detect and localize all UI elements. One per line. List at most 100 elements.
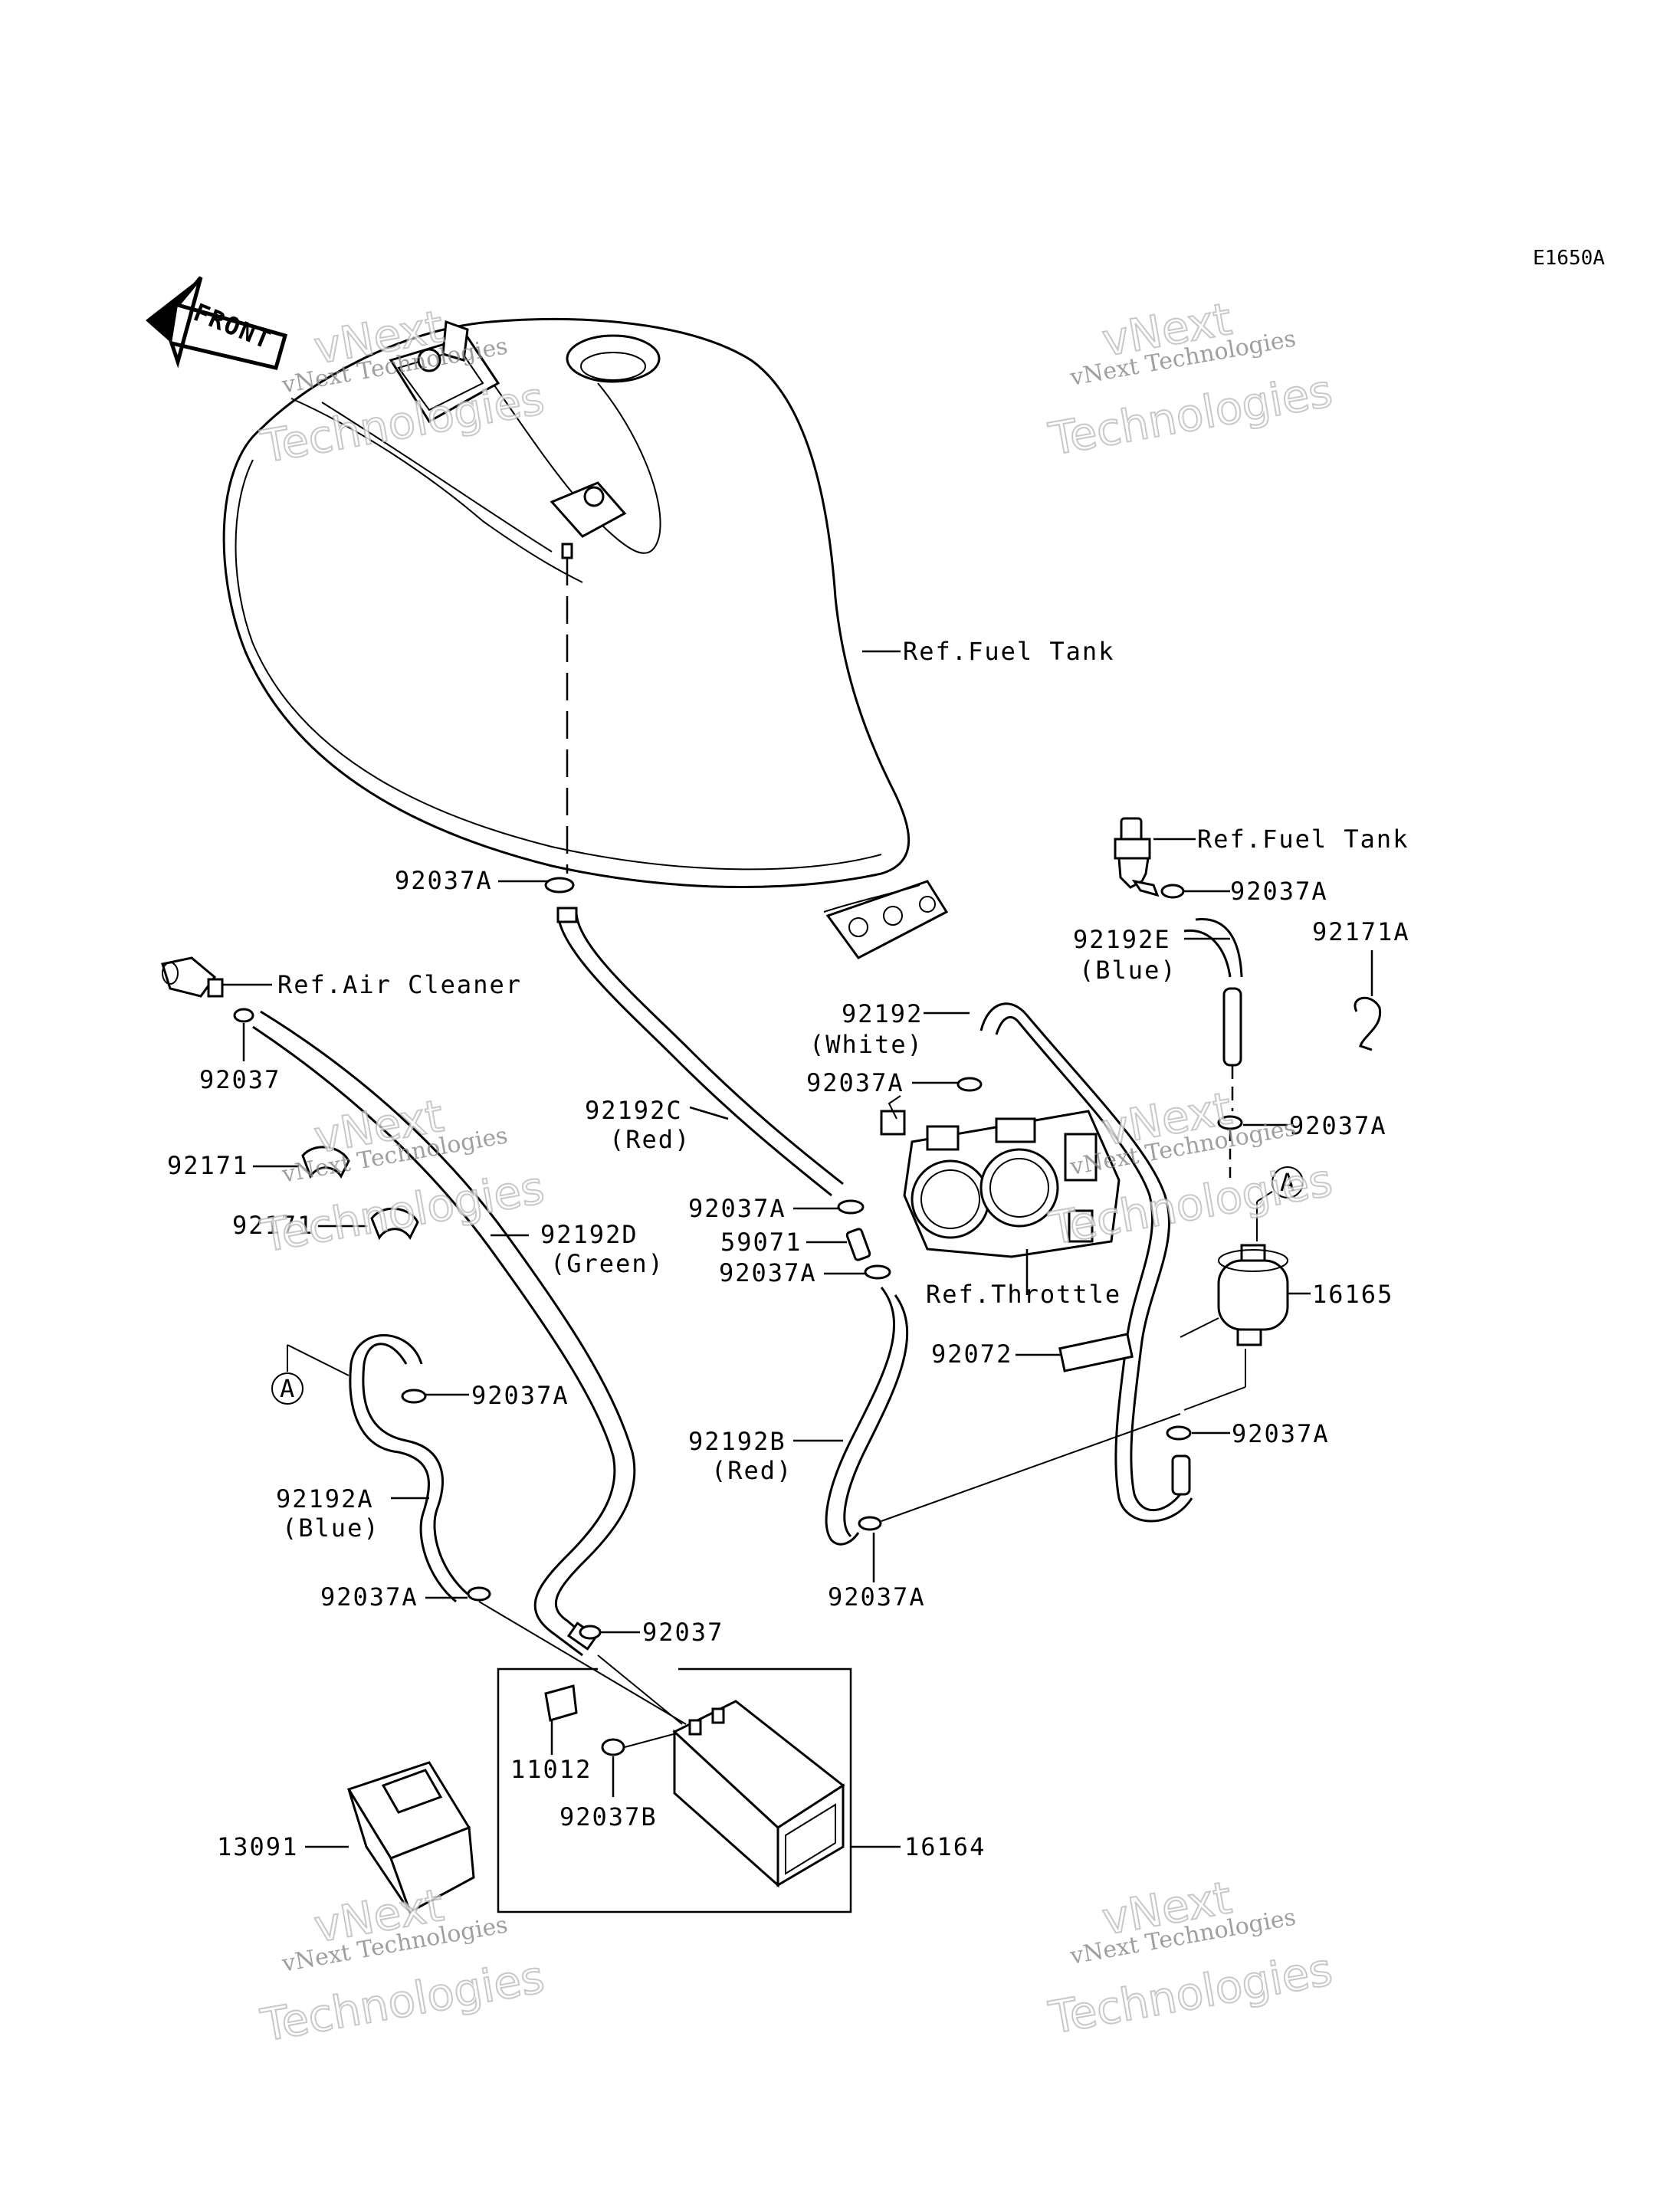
part-11012-label: 11012 <box>510 1755 592 1784</box>
vent-fitting-illustration <box>1114 817 1160 897</box>
part-92037A-c2-label: 92037A <box>719 1258 817 1287</box>
clamp-92037A-8-icon <box>858 1516 882 1531</box>
watermark-mid-right: vNext vNext Technologies Technologies <box>1045 1081 1337 1255</box>
part-92037A-right-top-label: 92037A <box>1230 877 1328 906</box>
hose-92192B-red-b <box>843 1294 909 1538</box>
fuel-filter-16165-illustration <box>1217 1244 1289 1346</box>
hose-92192A-blue-b <box>349 1334 457 1603</box>
air-cleaner-fitting-illustration <box>161 956 224 998</box>
watermark-mid-left: vNext vNext Technologies Technologies <box>256 1089 549 1263</box>
clamp-92037-1-icon <box>233 1008 254 1023</box>
band-92072-icon <box>1058 1333 1134 1372</box>
part-92192-color-label: (White) <box>809 1030 924 1059</box>
hose-92192E-segment <box>1222 987 1242 1067</box>
clamp-92037-2-icon <box>579 1625 602 1640</box>
part-92037A-bottom-mid-label: 92037A <box>828 1582 926 1612</box>
cover-13091-illustration <box>346 1761 475 1914</box>
leader-92192C <box>689 1106 729 1120</box>
hose-92192D-green <box>252 1025 616 1657</box>
clip-92171-a-icon <box>301 1146 350 1179</box>
part-16165-label: 16165 <box>1312 1280 1393 1309</box>
hose-92192-white-b <box>995 1015 1193 1523</box>
part-92171-b-label: 92171 <box>232 1211 313 1240</box>
part-92037A-right-low-label: 92037A <box>1232 1419 1330 1448</box>
ref-line-canister <box>597 1654 683 1725</box>
ref-line-92037A-8 <box>881 1413 1181 1522</box>
clamp-92037A-2-icon <box>1160 884 1185 899</box>
part-16164-label: 16164 <box>904 1832 986 1861</box>
hose-92192-white <box>979 1002 1182 1512</box>
part-92037A-throttle-top-label: 92037A <box>806 1068 904 1097</box>
marker-A-right-label: A <box>1280 1168 1296 1197</box>
ref-line-92037B <box>624 1731 683 1748</box>
part-92192B-label: 92192B <box>688 1427 786 1456</box>
marker-A-right-line <box>1256 1191 1273 1202</box>
joint-59071-icon <box>845 1228 871 1261</box>
ref-fuel-tank-label: Ref.Fuel Tank <box>903 637 1114 666</box>
part-92171A-label: 92171A <box>1312 917 1410 946</box>
marker-A-left <box>271 1372 304 1405</box>
clip-92171-b-icon <box>370 1207 419 1241</box>
part-92037A-c1-label: 92037A <box>688 1194 786 1223</box>
part-92072-label: 92072 <box>931 1340 1012 1369</box>
canister-group-box-b <box>678 1667 852 1732</box>
part-92192D-label: 92192D <box>540 1220 638 1249</box>
clamp-92037A-6-icon <box>837 1199 865 1215</box>
marker-A-left-label: A <box>280 1374 296 1403</box>
canister-group-box <box>497 1667 852 1913</box>
clamp-92037A-9-icon <box>401 1389 427 1404</box>
hose-92192C-end <box>556 907 578 923</box>
cap-11012-icon <box>544 1684 578 1722</box>
watermark-bottom-right: vNext vNext Technologies Technologies <box>1045 1871 1337 2045</box>
clamp-92037A-1-icon <box>544 877 575 894</box>
part-92192D-color-label: (Green) <box>550 1249 664 1278</box>
part-92192A-label: 92192A <box>276 1484 374 1513</box>
filter-ref-line <box>1180 1317 1219 1338</box>
part-59071-label: 59071 <box>720 1228 802 1257</box>
part-92037B-label: 92037B <box>559 1802 658 1831</box>
part-92192B-color-label: (Red) <box>711 1456 792 1485</box>
clip-92171A-icon <box>1354 996 1382 1051</box>
clamp-92037A-7-icon <box>864 1264 891 1280</box>
hose-92192C-red-b <box>575 911 844 1185</box>
part-92037-left-label: 92037 <box>199 1065 281 1094</box>
clamp-92037B-icon <box>601 1738 625 1756</box>
part-92192-label: 92192 <box>842 999 923 1028</box>
part-13091-label: 13091 <box>217 1832 298 1861</box>
filter-ref-line-c <box>1183 1386 1246 1411</box>
clamp-92037A-3-icon <box>1217 1115 1243 1130</box>
part-92037A-left-low-label: 92037A <box>320 1582 418 1612</box>
hose-92192D-green-b <box>260 1010 636 1641</box>
hose-92192C-red <box>556 911 832 1197</box>
part-92192E-color-label: (Blue) <box>1079 956 1177 985</box>
hose-92192E-top-b <box>1195 917 1243 978</box>
throttle-body-illustration <box>880 1095 1121 1258</box>
ref-fuel-tank-right-label: Ref.Fuel Tank <box>1197 825 1409 854</box>
ref-air-cleaner-label: Ref.Air Cleaner <box>277 970 522 999</box>
clamp-92037A-4-icon <box>1166 1425 1192 1441</box>
front-arrow-icon: FRONT <box>146 276 288 370</box>
watermark-bottom-left: vNext vNext Technologies Technologies <box>256 1878 549 2052</box>
clamp-92037A-10-icon <box>467 1586 491 1602</box>
part-92037A-left-mid-label: 92037A <box>471 1381 569 1410</box>
marker-A-right <box>1271 1166 1304 1199</box>
part-92037A-right-mid-label: 92037A <box>1289 1111 1387 1140</box>
hose-92192E-top <box>1183 929 1232 978</box>
clamp-92037A-5-icon <box>956 1077 983 1092</box>
canister-16164-illustration <box>672 1700 845 1888</box>
part-92171-a-label: 92171 <box>167 1151 248 1180</box>
ref-line-92037A-10 <box>478 1601 687 1725</box>
hose-92192B-red <box>825 1287 896 1546</box>
part-92037-center-label: 92037 <box>642 1618 724 1647</box>
diagram-code: E1650A <box>1533 247 1605 270</box>
part-92192C-color-label: (Red) <box>609 1125 691 1154</box>
ref-throttle-label: Ref.Throttle <box>926 1280 1121 1309</box>
watermark-top-right: vNext vNext Technologies Technologies <box>1045 292 1337 466</box>
part-92192A-color-label: (Blue) <box>282 1513 380 1543</box>
hose-92192-end <box>1171 1454 1191 1496</box>
marker-A-left-line-b <box>287 1344 349 1376</box>
part-92192E-label: 92192E <box>1073 925 1171 954</box>
part-92192C-label: 92192C <box>585 1096 683 1125</box>
hose-92192A-blue <box>362 1343 468 1595</box>
